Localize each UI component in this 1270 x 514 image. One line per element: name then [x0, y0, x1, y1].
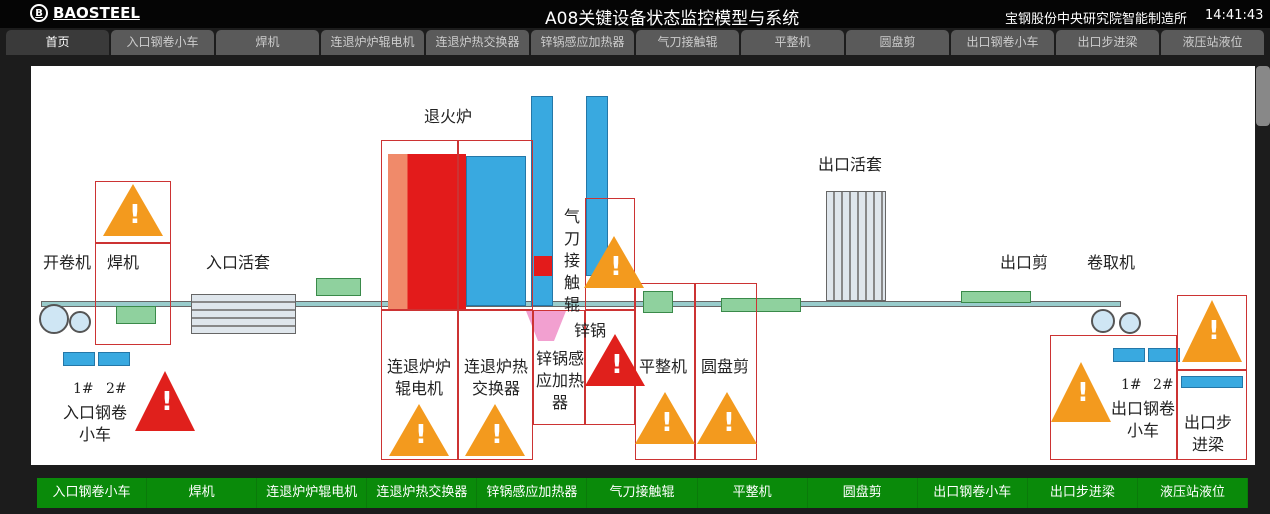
entry-car-2-label: 2# — [106, 381, 127, 397]
furnace-roll-motor-label: 连退炉炉辊电机 — [386, 357, 451, 398]
welder-status-box[interactable] — [95, 181, 171, 243]
exit-car-2-label: 2# — [1153, 377, 1174, 393]
warning-icon[interactable]: ! — [389, 404, 449, 456]
tab-exit-walking-beam[interactable]: 出口步进梁 — [1056, 30, 1159, 55]
exit-beam-label: 出口步进梁 — [1183, 413, 1232, 454]
status-exit-coil-car[interactable]: 出口钢卷小车 — [918, 478, 1028, 508]
entry-car-2 — [98, 352, 130, 366]
heat-exchanger-label: 连退炉热交换器 — [463, 357, 528, 398]
status-exit-walking-beam[interactable]: 出口步进梁 — [1028, 478, 1138, 508]
tab-temper-mill[interactable]: 平整机 — [741, 30, 844, 55]
tab-welder[interactable]: 焊机 — [216, 30, 319, 55]
uncoiler-label: 开卷机 — [43, 253, 92, 272]
tab-heat-exchanger[interactable]: 连退炉热交换器 — [426, 30, 529, 55]
entry-car-label: 入口钢卷小车 — [62, 403, 127, 444]
entry-looper-graphic — [191, 294, 296, 334]
tab-hydraulic-level[interactable]: 液压站液位 — [1161, 30, 1264, 55]
tab-induction-heater[interactable]: 锌锅感应加热器 — [531, 30, 634, 55]
uncoiler-roll — [39, 304, 69, 334]
status-heat-exchanger[interactable]: 连退炉热交换器 — [367, 478, 478, 508]
warning-icon[interactable]: ! — [1051, 362, 1111, 422]
exit-shear-label: 出口剪 — [1000, 253, 1049, 272]
logo-text: BAOSTEEL — [53, 4, 140, 22]
status-temper-mill[interactable]: 平整机 — [698, 478, 808, 508]
tab-home[interactable]: 首页 — [6, 30, 109, 55]
status-induction-heater[interactable]: 锌锅感应加热器 — [477, 478, 588, 508]
warning-icon[interactable]: ! — [465, 404, 525, 456]
temper-mill-graphic — [643, 291, 673, 313]
induction-heater-box[interactable] — [533, 310, 585, 425]
exit-shear-graphic — [961, 291, 1031, 303]
logo-icon: B — [30, 4, 48, 22]
tab-furnace-roll-motor[interactable]: 连退炉炉辊电机 — [321, 30, 424, 55]
header-bar — [0, 0, 1270, 28]
entry-car-1-label: 1# — [73, 381, 94, 397]
tower-left — [531, 96, 553, 306]
zinc-pot-snout — [534, 256, 552, 276]
disc-shear-graphic — [721, 298, 801, 312]
exit-looper-graphic — [826, 191, 886, 301]
coiler-label: 卷取机 — [1087, 253, 1136, 272]
status-entry-coil-car[interactable]: 入口钢卷小车 — [37, 478, 148, 508]
induction-heater-label: 锌锅感应加热器 — [536, 349, 585, 412]
heat-exchanger-box[interactable] — [458, 310, 533, 460]
process-line-diagram: 开卷机 焊机 入口活套 退火炉 出口活套 出口剪 卷取机 气刀接触辊 锌锅 连退… — [31, 66, 1255, 465]
welder-label: 焊机 — [107, 253, 140, 272]
welder-machine — [116, 306, 156, 324]
welder-box[interactable] — [95, 243, 171, 345]
furnace-label: 退火炉 — [424, 107, 473, 126]
status-air-knife-roll[interactable]: 气刀接触辊 — [587, 478, 698, 508]
alarm-icon[interactable]: ! — [135, 371, 195, 431]
furnace-left-box[interactable] — [381, 140, 458, 310]
scrollbar[interactable] — [1256, 66, 1270, 126]
exit-car-box[interactable] — [1050, 335, 1177, 460]
exit-car-1-label: 1# — [1121, 377, 1142, 393]
baosteel-logo: B BAOSTEEL — [30, 4, 140, 22]
warning-icon[interactable]: ! — [697, 392, 757, 444]
warning-icon[interactable]: ! — [635, 392, 695, 444]
alarm-icon[interactable]: ! — [585, 334, 645, 386]
furnace-right-box[interactable] — [458, 140, 533, 310]
status-hydraulic-level[interactable]: 液压站液位 — [1138, 478, 1249, 508]
tab-exit-coil-car[interactable]: 出口钢卷小车 — [951, 30, 1054, 55]
furnace-heating-section — [388, 154, 466, 309]
bridle-roll — [316, 278, 361, 296]
tab-air-knife-roll[interactable]: 气刀接触辊 — [636, 30, 739, 55]
exit-beam-box[interactable] — [1177, 370, 1247, 460]
status-welder[interactable]: 焊机 — [147, 478, 258, 508]
coiler-roll — [1091, 309, 1115, 333]
equipment-status-bar: 入口钢卷小车 焊机 连退炉炉辊电机 连退炉热交换器 锌锅感应加热器 气刀接触辊 … — [37, 478, 1249, 508]
disc-shear-box[interactable] — [695, 283, 757, 460]
exit-beam-graphic — [1181, 376, 1243, 388]
entry-car-1 — [63, 352, 95, 366]
tab-entry-coil-car[interactable]: 入口钢卷小车 — [111, 30, 214, 55]
exit-looper-label: 出口活套 — [818, 155, 883, 174]
disc-shear-label: 圆盘剪 — [701, 357, 750, 376]
hydraulic-box[interactable] — [1177, 295, 1247, 370]
tab-bar: 首页 入口钢卷小车 焊机 连退炉炉辊电机 连退炉热交换器 锌锅感应加热器 气刀接… — [6, 30, 1264, 55]
furnace-cooling-section — [466, 156, 526, 306]
warning-icon[interactable]: ! — [584, 236, 644, 288]
entry-looper-label: 入口活套 — [206, 253, 271, 272]
page-title: A08关键设备状态监控模型与系统 — [545, 9, 800, 29]
warning-icon[interactable]: ! — [1182, 300, 1242, 362]
temper-mill-label: 平整机 — [639, 357, 688, 376]
tab-disc-shear[interactable]: 圆盘剪 — [846, 30, 949, 55]
exit-car-label: 出口钢卷小车 — [1110, 399, 1175, 440]
furnace-roll-motor-box[interactable] — [381, 310, 458, 460]
status-furnace-roll-motor[interactable]: 连退炉炉辊电机 — [257, 478, 368, 508]
organization-name: 宝钢股份中央研究院智能制造所 — [1005, 12, 1188, 27]
status-disc-shear[interactable]: 圆盘剪 — [808, 478, 918, 508]
uncoiler-roll — [69, 311, 91, 333]
exit-car-1 — [1113, 348, 1145, 362]
clock: 14:41:43 — [1205, 8, 1264, 23]
coiler-roll — [1119, 312, 1141, 334]
warning-icon[interactable]: ! — [103, 184, 163, 236]
exit-car-2 — [1148, 348, 1180, 362]
air-knife-label: 气刀接触辊 — [563, 207, 580, 314]
strip-line — [41, 301, 1121, 307]
